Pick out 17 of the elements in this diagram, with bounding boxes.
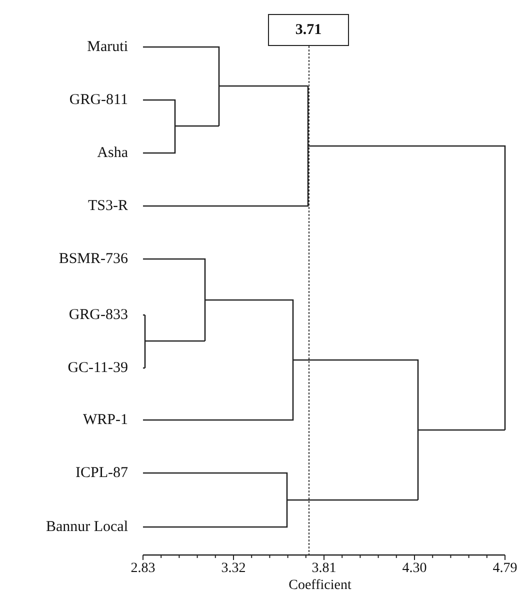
variety-label: Asha	[96, 145, 128, 161]
variety-label: Bannur Local	[44, 519, 128, 535]
tick-label: 2.83	[130, 561, 156, 577]
axis-title: Coefficient	[288, 578, 352, 594]
variety-label: GRG-811	[68, 92, 128, 108]
tick-label: 3.32	[220, 561, 247, 577]
tick-label: 4.79	[492, 561, 518, 577]
variety-label: TS3-R	[86, 198, 128, 214]
variety-label: GC-11-39	[66, 360, 128, 376]
variety-label: BSMR-736	[58, 251, 128, 267]
tick-label: 4.30	[401, 561, 428, 577]
variety-label: Maruti	[86, 39, 128, 55]
value-box: 3.71	[268, 14, 349, 46]
variety-label: GRG-833	[68, 307, 128, 323]
variety-label: ICPL-87	[74, 465, 128, 481]
tick-label: 3.81	[310, 561, 338, 577]
variety-label: WRP-1	[82, 412, 128, 428]
